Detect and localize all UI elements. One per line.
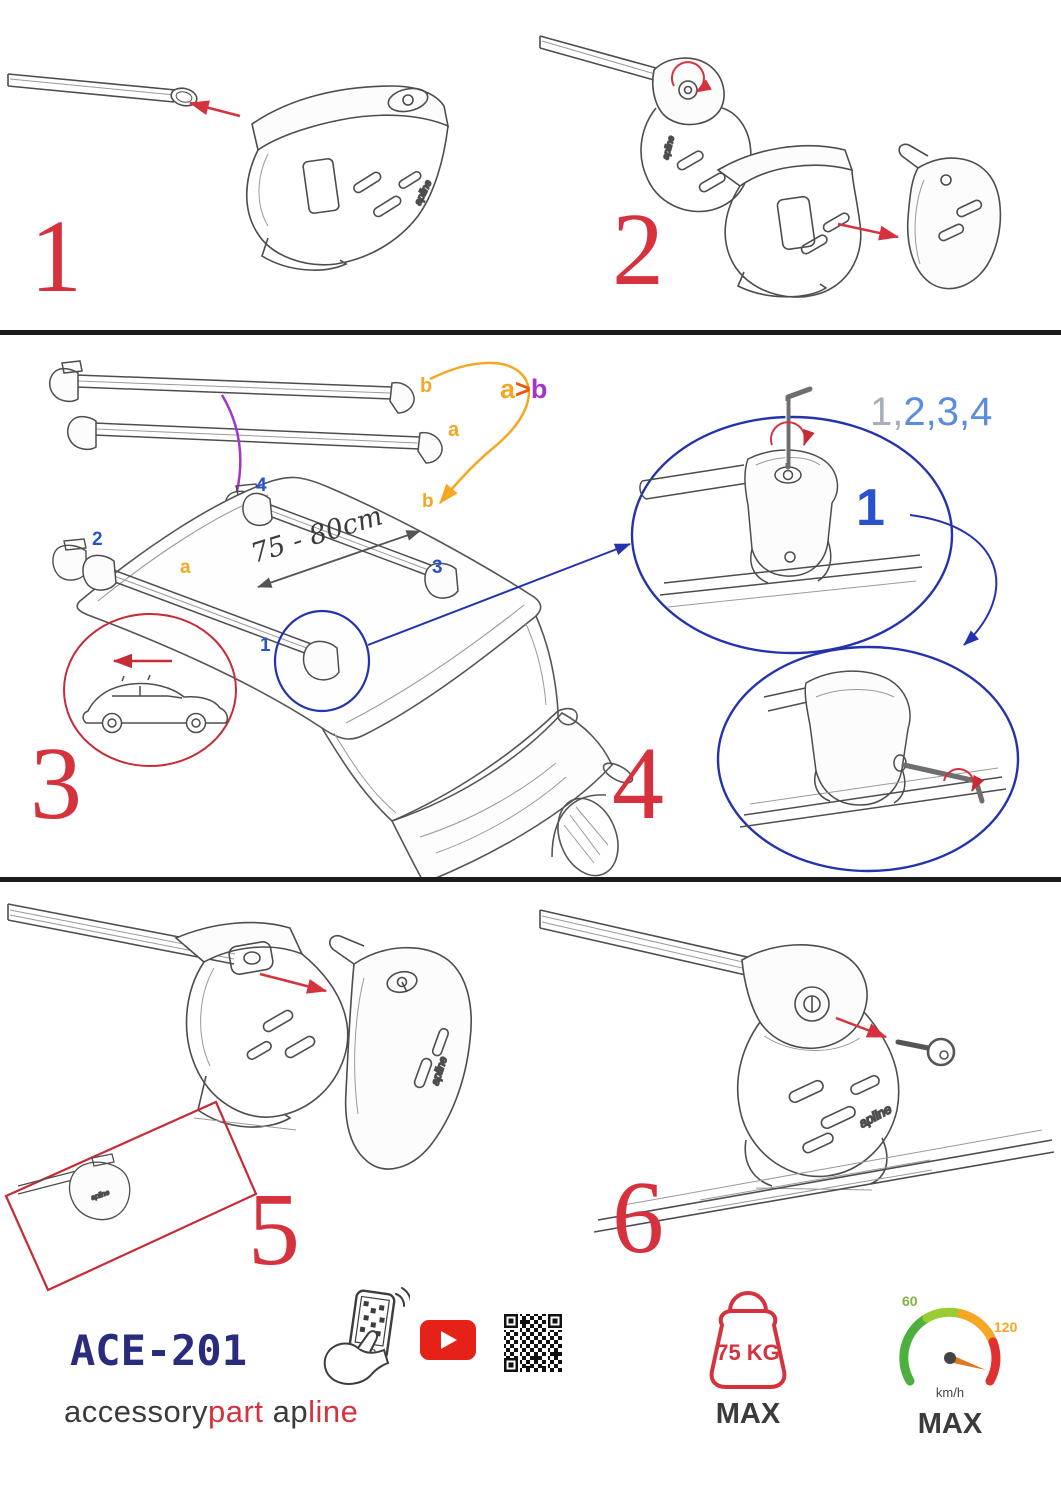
insert-arrow — [188, 100, 241, 118]
dimension-arrow — [257, 530, 421, 588]
gauge-needle — [947, 1353, 986, 1370]
speedometer-icon — [899, 1307, 1001, 1386]
section-divider — [0, 877, 1061, 882]
callout-1-label: 1 — [856, 479, 885, 537]
bar-label-b: b — [420, 375, 433, 397]
step-6-number: 6 — [612, 1160, 664, 1275]
brand-wordmark: accessorypart apline — [64, 1394, 359, 1429]
callout-connector — [367, 543, 631, 646]
roof-section-outline: apline — [4, 1100, 258, 1292]
rotation-arrow — [770, 421, 815, 446]
bar-label-a: a — [448, 419, 460, 441]
callout-circle-1 — [630, 386, 954, 655]
car-roof — [76, 476, 634, 880]
focus-circle — [273, 609, 371, 713]
keyed-foot: apline — [539, 909, 1055, 1233]
roof-position-2: 2 — [92, 529, 103, 550]
sequence-label: 1,2,3,4 — [870, 390, 993, 434]
roof-bar-label-a: a — [180, 557, 191, 578]
key — [895, 1037, 956, 1067]
step-3-4-illustration — [49, 360, 1020, 880]
youtube-icon — [420, 1320, 476, 1360]
step-5-number: 5 — [248, 1172, 300, 1287]
callout-circle-2 — [716, 645, 1020, 873]
phone-qr-icon — [323, 1287, 410, 1385]
weight-limit-icon — [709, 1291, 787, 1389]
hex-key — [785, 386, 813, 470]
guide-curve-orange — [429, 361, 531, 504]
apline-logo: apline — [660, 135, 676, 161]
cover-piece — [898, 143, 1002, 290]
car-inset-circle — [63, 613, 237, 767]
roof-position-4: 4 — [256, 475, 267, 496]
speed-max-label: MAX — [917, 1408, 983, 1440]
mounting-foot: apline — [245, 85, 450, 271]
speed-unit-label: km/h — [935, 1385, 965, 1400]
cover-arrow — [837, 222, 900, 241]
step-4-number: 4 — [612, 726, 664, 841]
key-arrow — [835, 1016, 888, 1039]
crossbar — [7, 73, 198, 107]
step-1-number: 1 — [30, 199, 82, 314]
foot-assembly: apline — [539, 35, 862, 298]
roof-position-3: 3 — [432, 557, 443, 578]
section-divider — [0, 330, 1061, 335]
step-5-6-illustration: apline apline apline — [4, 903, 1055, 1292]
speed-60-label: 60 — [902, 1293, 918, 1309]
model-number: ACE-201 — [70, 1326, 248, 1375]
roof-crossbar-front — [82, 554, 340, 681]
apline-logo: apline — [856, 1101, 894, 1131]
step-1-2-illustration: apline apline — [7, 35, 1002, 298]
roof-bar-label-b: b — [422, 491, 434, 512]
qr-code — [502, 1312, 564, 1374]
roof-position-1: 1 — [260, 635, 271, 656]
comparison-label: a>b — [500, 374, 548, 404]
step-3-number: 3 — [30, 726, 82, 841]
weight-value: 75 KG — [716, 1340, 780, 1365]
speed-120-label: 120 — [994, 1319, 1018, 1335]
hex-key — [901, 762, 985, 804]
loose-crossbars — [49, 360, 443, 464]
callout-link-curve — [909, 514, 998, 646]
lock-cover: apline — [328, 934, 472, 1170]
step-2-number: 2 — [612, 192, 664, 307]
lock-foot — [7, 903, 349, 1131]
lock-arrow — [259, 972, 328, 994]
weight-max-label: MAX — [715, 1398, 781, 1430]
rotation-arrow — [671, 61, 712, 93]
rotation-arrow — [943, 768, 985, 792]
